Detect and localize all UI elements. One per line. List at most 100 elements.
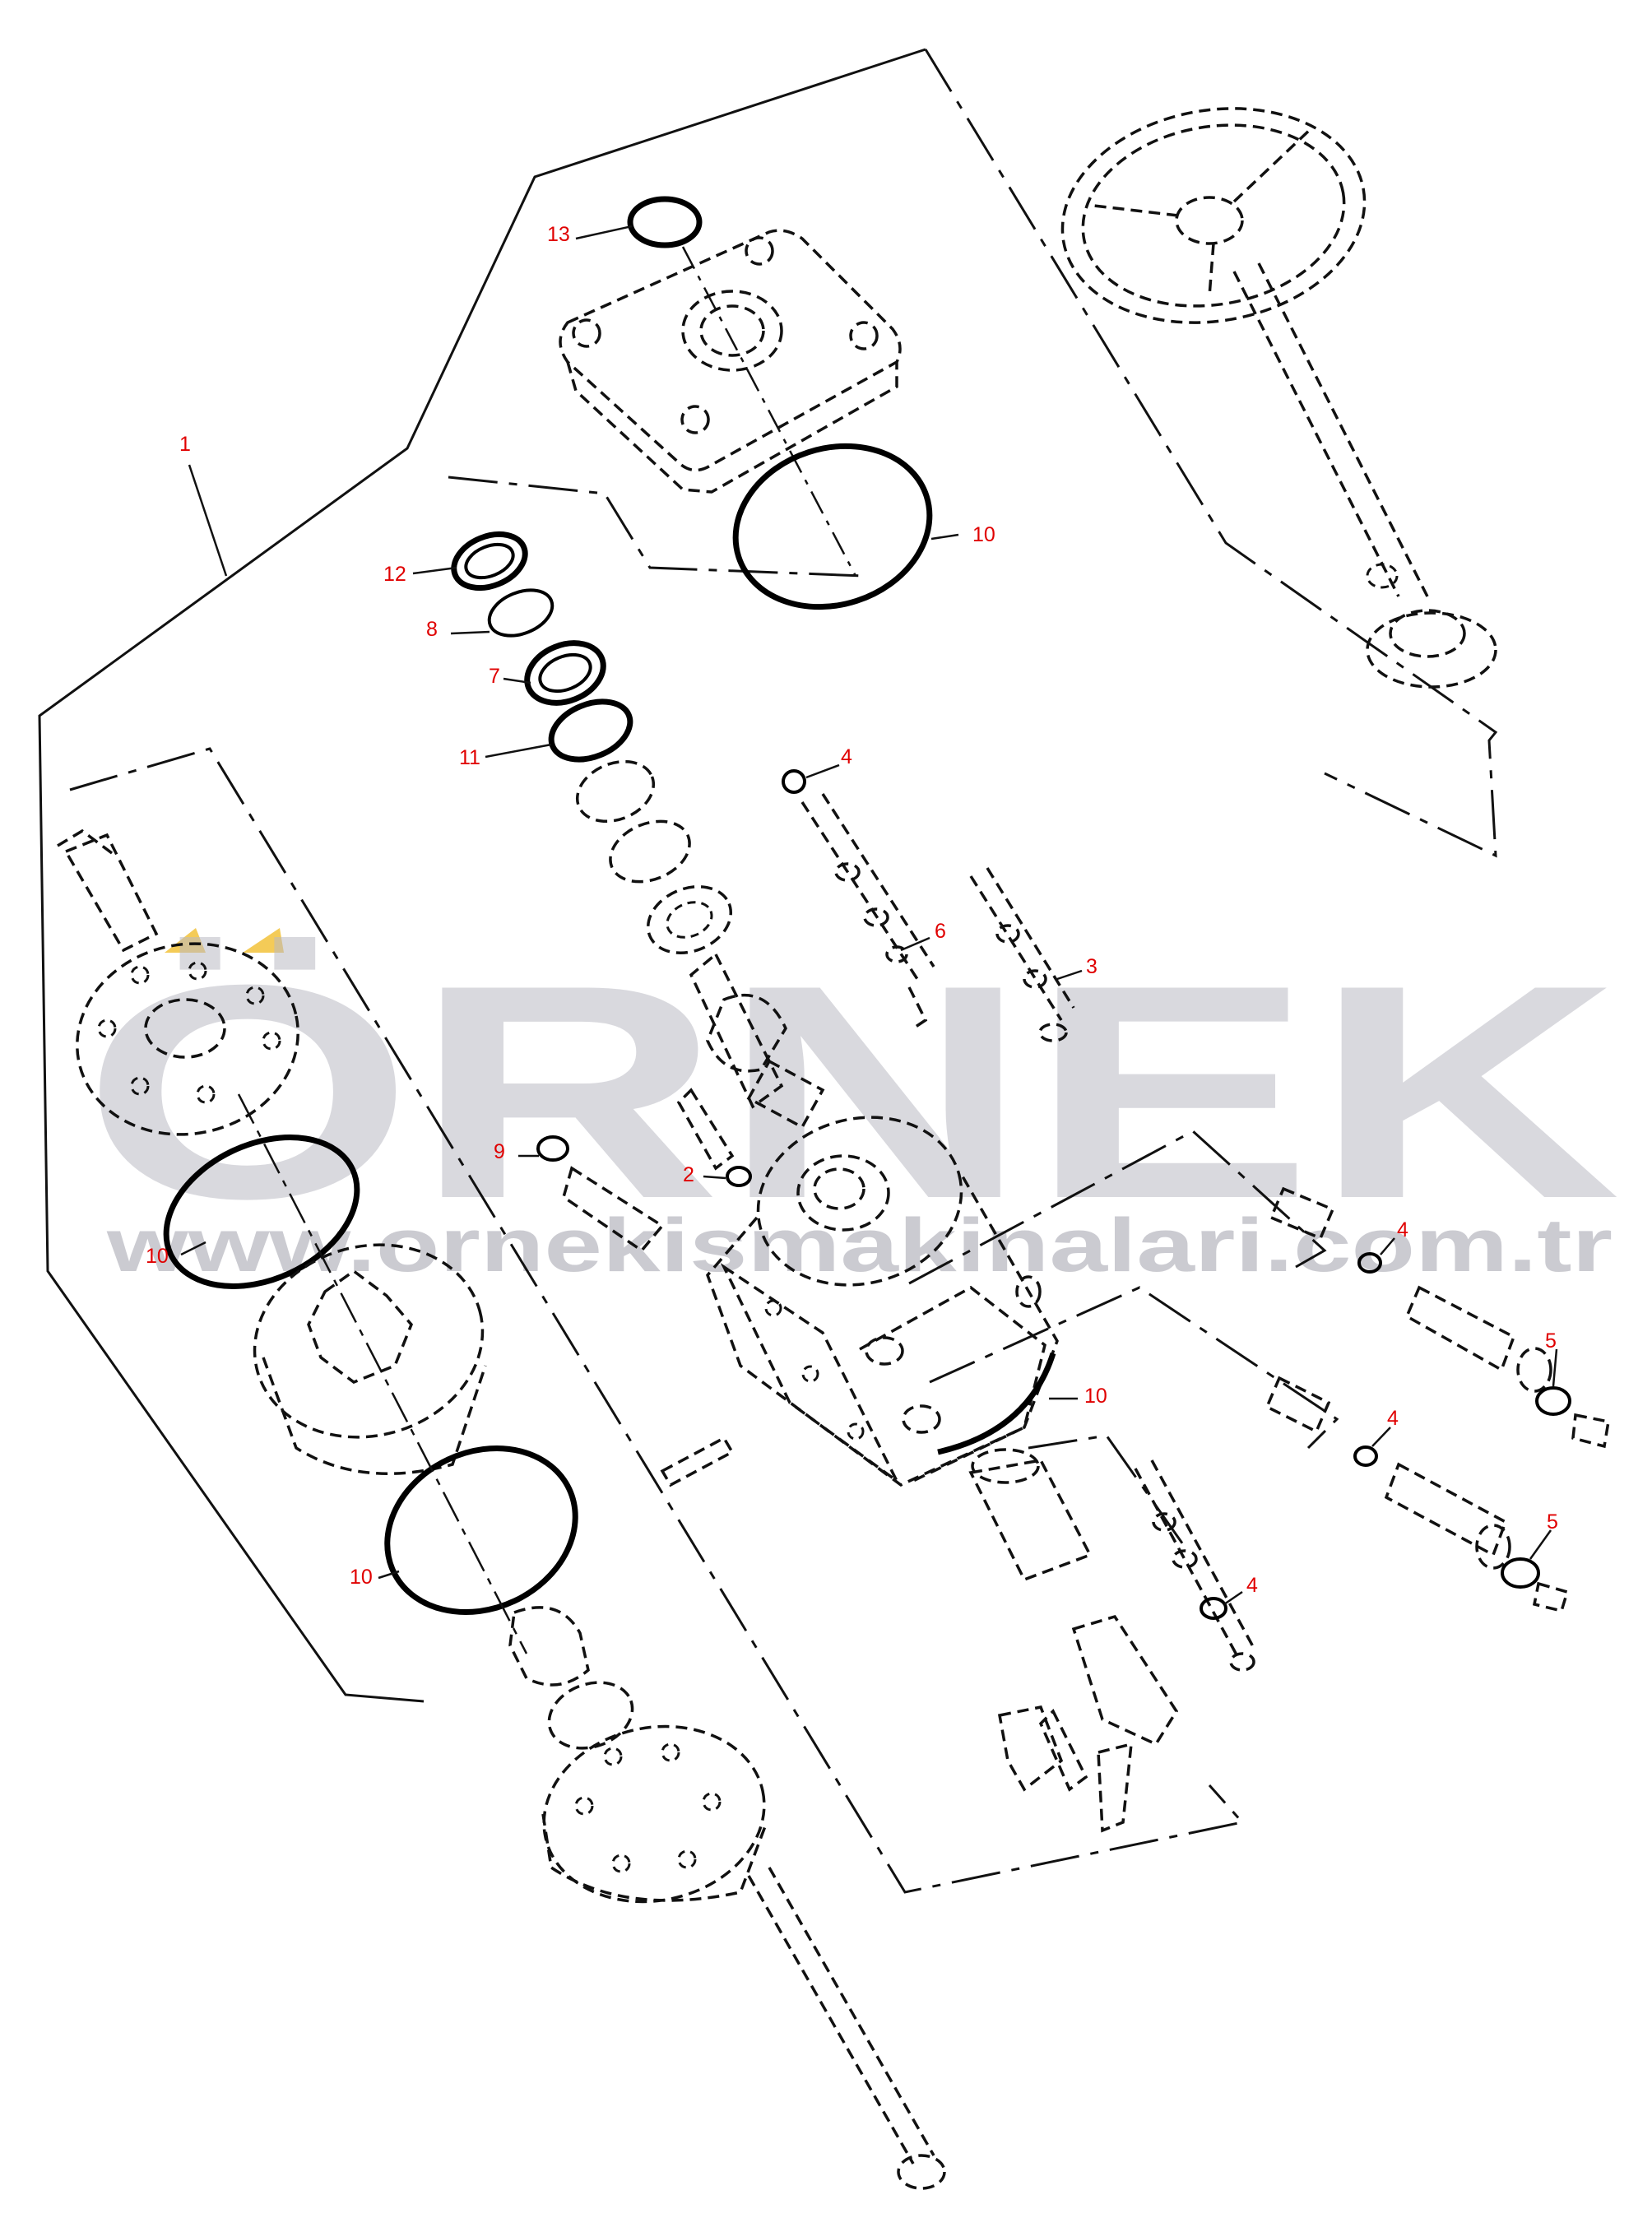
steering-wheel-rim-inner: [1081, 123, 1346, 308]
leader-13: [575, 225, 633, 240]
o-ring-11: [548, 698, 633, 763]
housing-bolt-screw: [660, 1436, 735, 1487]
leader-6: [900, 936, 930, 952]
end-cap-hole-5: [262, 1031, 281, 1051]
leader-7: [503, 677, 531, 684]
callout-12: 12: [383, 563, 406, 586]
lower-valve-bracket: [997, 1705, 1064, 1792]
main-housing: [706, 1116, 1059, 1487]
leader-4a: [805, 763, 840, 779]
watermark: ÖRNEK www.ornekismakinalari.com.tr: [82, 922, 1621, 1288]
relief-valve-upper: [1269, 1186, 1611, 1449]
valve-6-tip: [907, 986, 928, 1030]
relief-valve-upper-plug: [1571, 1413, 1611, 1449]
upper-assembly-frame: [448, 476, 865, 578]
callout-10-left-upper: 10: [146, 1245, 169, 1268]
relief-valve-lower-cap: [1265, 1376, 1331, 1434]
lower-valve-sleeve-top: [971, 1448, 1040, 1484]
leader-3: [1056, 969, 1083, 981]
lower-valve-pin: [1038, 1709, 1088, 1792]
o-ring-5-upper: [1535, 1386, 1571, 1416]
thrust-bearing: [646, 884, 733, 955]
steering-column-shaft-l: [1232, 271, 1400, 597]
end-cap-hole-4: [97, 1019, 117, 1038]
spacer-plate: [508, 1606, 590, 1687]
bearing-race-1: [575, 759, 656, 824]
leader-1: [188, 464, 228, 577]
o-ring-4-relief-lower: [1353, 1445, 1378, 1467]
valve-frame-lower: [929, 1286, 1339, 1450]
o-ring-5-lower: [1501, 1557, 1540, 1589]
cover-bolt-hole-1: [572, 318, 601, 348]
leader-4d: [1223, 1590, 1243, 1606]
steering-column-shaft-r: [1257, 262, 1429, 597]
steering-wheel-spoke-3: [1208, 243, 1215, 297]
callout-9: 9: [494, 1140, 505, 1163]
callout-5-upper: 5: [1545, 1329, 1557, 1353]
gerotor-side: [262, 1357, 487, 1475]
housing-bolt-2: [801, 1365, 819, 1383]
callout-4-relief-lower: 4: [1387, 1407, 1399, 1430]
relief-valve-upper-spring: [1516, 1347, 1552, 1393]
relief-valve-lower: [1265, 1376, 1570, 1613]
relief-valve-upper-body: [1404, 1285, 1516, 1372]
valve-body-6: [800, 793, 935, 980]
callout-1: 1: [179, 433, 191, 456]
valve-6-ring-2: [863, 907, 889, 927]
cover-bolt-hole-4: [680, 405, 710, 434]
bushing-7-inner: [538, 652, 592, 694]
end-cap-plate-upper: [76, 942, 299, 1136]
housing-port-2: [902, 1404, 941, 1434]
steering-column-frame: [924, 49, 1498, 858]
callout-6: 6: [935, 920, 946, 943]
cover-plate-outline: [559, 229, 902, 472]
leader-8: [450, 630, 490, 635]
end-cap-hole-1: [130, 965, 150, 985]
housing-top-boss: [796, 1154, 890, 1232]
cover-bolt-hole-2: [745, 236, 774, 266]
end-cap-hole-3: [245, 986, 265, 1005]
relief-valve-lower-body: [1384, 1462, 1508, 1557]
valve-4-tip: [1229, 1652, 1255, 1672]
leader-12: [412, 566, 457, 575]
relief-valve-lower-spring: [1475, 1524, 1511, 1570]
valve-frame-bottom: [1028, 1434, 1186, 1547]
o-ring-10-left-lower: [384, 1445, 578, 1615]
end-cap-plate-upper-center: [144, 998, 226, 1059]
seal-ring-12: [451, 531, 528, 592]
end-cap-hole-7: [196, 1084, 216, 1104]
gerotor-set: [253, 1243, 485, 1439]
bearing-race-2: [609, 819, 691, 884]
callout-4-upper: 4: [841, 745, 852, 768]
cover-center-boss-outer: [681, 290, 783, 372]
callout-2: 2: [683, 1163, 694, 1186]
o-ring-4-upper: [782, 769, 806, 794]
metering-stack: [57, 828, 946, 2190]
bushing-7: [524, 640, 606, 706]
check-valve-2: [676, 1088, 735, 1171]
check-valve-9: [536, 1088, 752, 1253]
housing-side-block: [720, 1262, 898, 1483]
end-cap-hole-2: [188, 961, 207, 981]
steering-wheel-hub: [1175, 196, 1244, 245]
o-ring-4-relief-upper: [1357, 1252, 1382, 1274]
housing-top-face: [756, 1116, 963, 1287]
leader-4b: [1380, 1237, 1395, 1255]
steering-wheel: [1060, 107, 1497, 689]
valve-assembly-6: [782, 769, 935, 1030]
leader-10d: [378, 1570, 400, 1580]
o-ring-9: [536, 1135, 569, 1162]
end-cap-lower-hole-1: [603, 1747, 623, 1766]
cardan-shaft-fork: [57, 828, 117, 857]
steering-column-joint: [1366, 563, 1399, 589]
leader-5a: [1552, 1348, 1558, 1387]
valve-assembly-4-lower: [1134, 1459, 1256, 1672]
o-ring-13: [627, 196, 703, 248]
cover-bolt-hole-3: [849, 321, 879, 350]
spool-shaft: [689, 952, 784, 1109]
end-cap-lower-hole-3: [702, 1792, 722, 1812]
tie-bolt-head: [897, 2154, 946, 2190]
lower-valve-arm: [1097, 1742, 1134, 1833]
callout-4-bottom: 4: [1246, 1574, 1258, 1597]
